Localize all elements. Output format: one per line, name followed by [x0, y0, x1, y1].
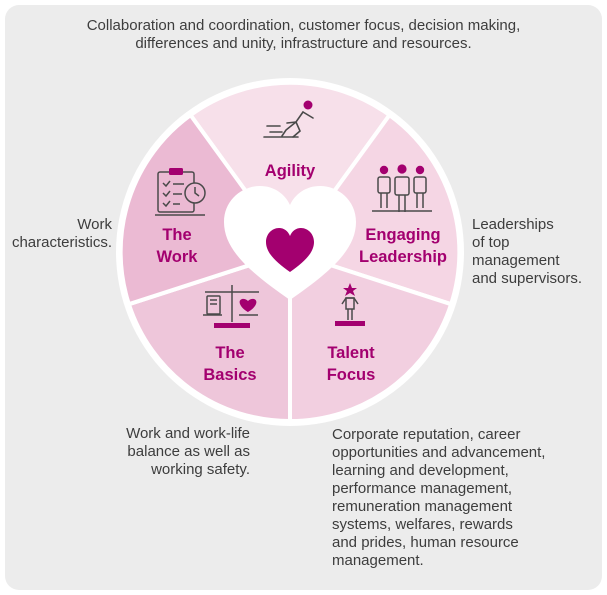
- team-people-icon: [372, 164, 432, 212]
- leadership-description: Leaderships of top management and superv…: [472, 216, 583, 287]
- talent-description: Corporate reputation, career opportuniti…: [332, 426, 546, 569]
- engaging-leadership-label: Engaging Leadership: [358, 226, 448, 266]
- segment-basics: [126, 249, 292, 424]
- balance-scale-icon: [203, 285, 259, 328]
- segment-talent: [288, 249, 454, 424]
- segment-agility: [187, 80, 393, 256]
- work-description: Work characteristics.: [11, 216, 112, 251]
- clipboard-clock-icon: [155, 168, 206, 216]
- agility-label: Agility: [264, 162, 316, 180]
- talent-focus-label: Talent Focus: [326, 344, 376, 384]
- agility-description: Collaboration and coordination, customer…: [86, 17, 521, 52]
- star-achiever-icon: [335, 283, 365, 326]
- the-work-label: The Work: [156, 226, 198, 266]
- running-person-icon: [263, 100, 314, 138]
- basics-description: Work and work-life balance as well as wo…: [126, 425, 250, 478]
- the-basics-label: The Basics: [203, 344, 257, 384]
- heart-icon: [266, 228, 314, 272]
